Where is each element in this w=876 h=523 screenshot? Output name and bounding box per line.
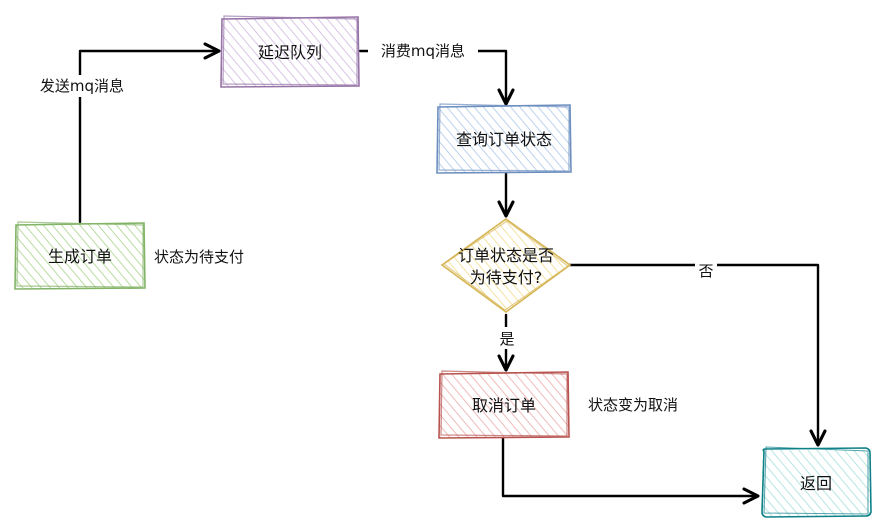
- edge-label-bg: [496, 327, 518, 349]
- node-delay-queue: 延迟队列: [220, 15, 360, 88]
- edge-no: [568, 263, 818, 445]
- edge-send-msg: [78, 51, 219, 224]
- node-cancel-order-label: 取消订单: [472, 396, 536, 415]
- node-return-label: 返回: [800, 474, 832, 493]
- node-decision-line2: 为待支付?: [470, 268, 543, 287]
- node-query-status: 查询订单状态: [436, 103, 572, 174]
- edge-label-bg: [368, 40, 478, 62]
- edge-label-bg: [695, 256, 717, 278]
- node-delay-queue-label: 延迟队列: [258, 43, 322, 62]
- edge-cancel-to-return: [501, 436, 758, 496]
- node-create-order: 生成订单: [14, 221, 146, 290]
- note-create-order: 状态为待支付: [154, 248, 244, 266]
- node-decision: 订单状态是否 为待支付?: [440, 218, 572, 313]
- edge-label-yes: 是: [499, 330, 514, 348]
- node-decision-line1: 订单状态是否: [458, 246, 554, 265]
- node-return: 返回: [761, 446, 872, 518]
- edge-label-bg: [26, 75, 138, 97]
- edge-label-consume-msg: 消费mq消息: [381, 42, 465, 60]
- node-create-order-label: 生成订单: [48, 247, 112, 266]
- edge-label-send-msg: 发送mq消息: [40, 77, 124, 95]
- note-cancel-order: 状态变为取消: [588, 396, 678, 414]
- edge-label-no: 否: [698, 262, 713, 280]
- node-query-status-label: 查询订单状态: [456, 130, 552, 149]
- node-cancel-order: 取消订单: [438, 370, 570, 439]
